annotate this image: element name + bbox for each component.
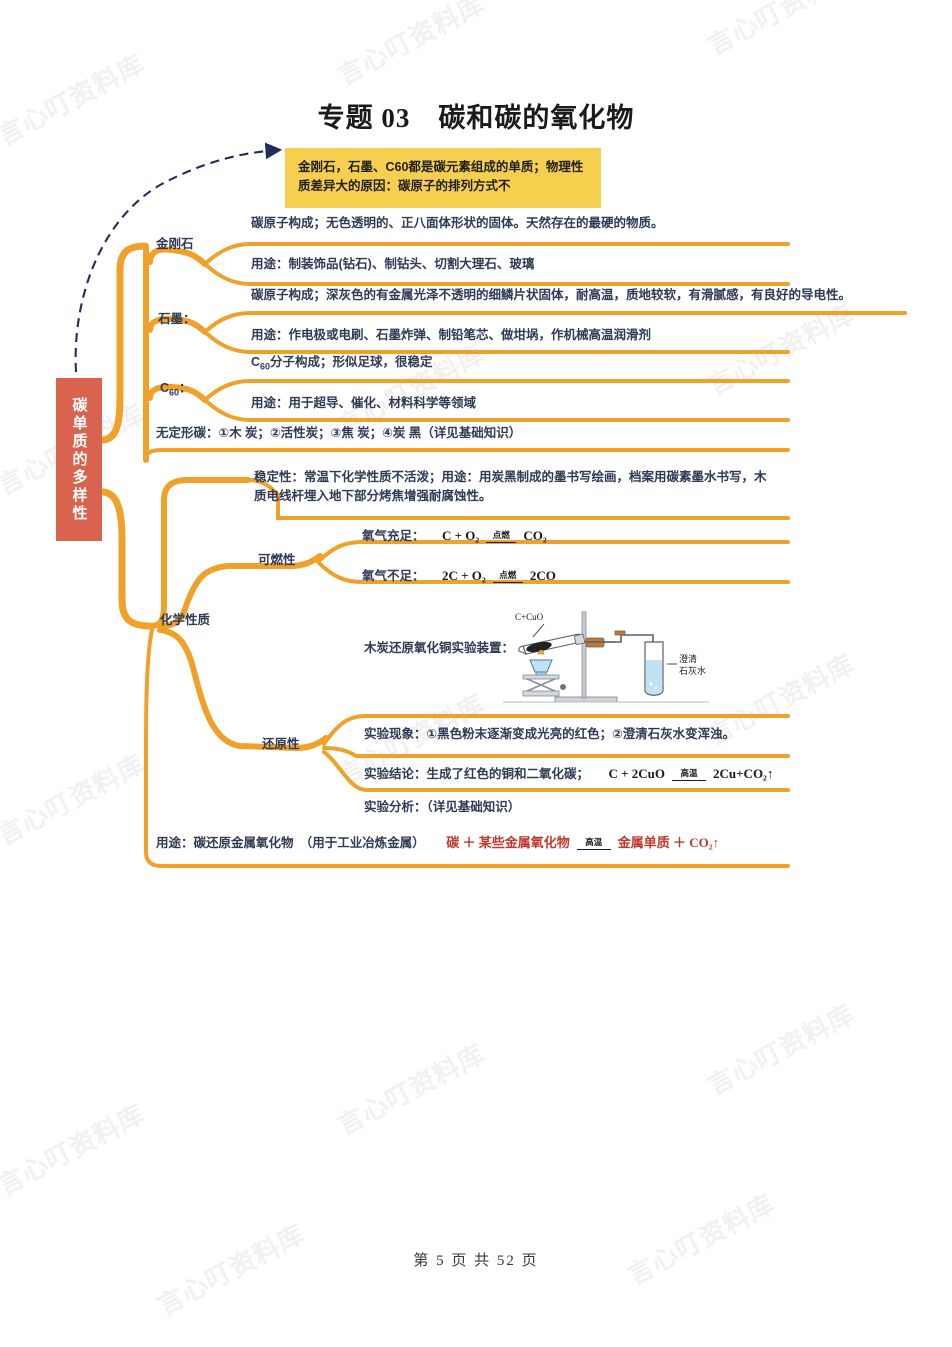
node-use-metal-reduction[interactable]: 用途：碳还原金属氧化物 （用于工业冶炼金属） 碳 ＋ 某些金属氧化物 高温 金属单质… xyxy=(156,833,719,853)
node-amorphous-carbon[interactable]: 无定形碳：①木 炭；②活性炭；③焦 炭；④炭 黑（详见基础知识） xyxy=(156,426,522,440)
branch-diamond-down xyxy=(203,262,790,286)
mindmap-connectors xyxy=(74,142,907,868)
branch-reduction-fork xyxy=(293,735,329,751)
reaction-condition: 点燃 xyxy=(499,569,517,580)
branch-reduction-phenomenon xyxy=(322,714,790,746)
branch-amorphous xyxy=(144,448,790,460)
node-stability[interactable]: 稳定性：常温下化学性质不活泼；用途：用炭黑制成的墨书写绘画，档案用碳素墨水书写，… xyxy=(254,470,767,503)
page-title: 专题 03 碳和碳的氧化物 xyxy=(317,103,635,133)
branch-graphite-fork xyxy=(147,315,208,335)
trunk-upper xyxy=(98,242,149,444)
branch-reduction-stem xyxy=(157,627,299,751)
note-box[interactable]: 金刚石，石墨、C60都是碳元素组成的单质；物理性质差异大的原因：碳原子的排列方式… xyxy=(285,148,601,208)
branch-diamond-fork xyxy=(147,246,208,267)
reaction-condition-arrow: 点燃 xyxy=(489,571,527,584)
branch-flammability-stem xyxy=(157,563,293,629)
trunk-lower xyxy=(98,488,154,630)
branch-title-c60-sub: 60 xyxy=(169,387,180,398)
node-c60-base: C xyxy=(251,355,261,369)
equation-carbon-reduces-cuo: C + 2CuO 高温 2Cu+CO₂↑ xyxy=(608,766,774,782)
conclusion-text: 实验结论：生成了红色的铜和二氧化碳； xyxy=(364,767,590,781)
reaction-condition: 点燃 xyxy=(492,529,510,540)
reaction-condition: 高温 xyxy=(585,836,603,847)
equation-right: CO₂ xyxy=(523,528,547,543)
node-flammability-row-sufficient[interactable]: 氧气充足： C + O₂ 点燃 CO₂ xyxy=(362,526,547,546)
node-experiment-phenomenon[interactable]: 实验现象：①黑色粉末逐渐变成光亮的红色；②澄清石灰水变浑浊。 xyxy=(364,727,736,741)
equation-industrial-smelting: 碳 ＋ 某些金属氧化物 高温 金属单质 ＋ CO₂↑ xyxy=(446,835,720,851)
branch-reduction-conclusion xyxy=(322,746,790,758)
branch-title-graphite[interactable]: 石墨： xyxy=(158,312,196,326)
branch-diamond-up xyxy=(203,242,790,266)
dashed-arrow-to-note xyxy=(74,142,283,373)
equation-left: 碳 ＋ 某些金属氧化物 xyxy=(446,835,570,850)
branch-use-line xyxy=(144,628,790,868)
branch-graphite-up xyxy=(203,311,907,334)
branch-c60-down xyxy=(203,398,790,422)
apparatus-reagent-label-text: C+CuO xyxy=(515,612,544,622)
branch-flammability-fork xyxy=(287,553,323,569)
node-experiment-analysis[interactable]: 实验分析：（详见基础知识） xyxy=(364,800,521,814)
experiment-apparatus-diagram: C+CuO 澄清 石灰水 xyxy=(503,611,709,703)
label-oxygen-sufficient: 氧气充足： xyxy=(362,529,425,543)
branch-c60-fork xyxy=(147,383,208,403)
equation-incomplete-combustion: 2C + O₂ 点燃 2CO xyxy=(442,568,556,584)
root-node[interactable]: 碳单质的多样性 xyxy=(56,378,102,541)
branch-title-c60[interactable]: C60： xyxy=(160,377,192,398)
equation-complete-combustion: C + O₂ 点燃 CO₂ xyxy=(442,528,547,544)
branch-stability-line xyxy=(246,478,790,520)
reaction-condition-arrow: 高温 xyxy=(668,769,710,782)
reaction-arrow-bar xyxy=(486,539,517,544)
equation-left: 2C + O₂ xyxy=(442,568,486,583)
branch-title-flammability[interactable]: 可燃性 xyxy=(258,553,296,567)
apparatus-limewater-line1-text: 澄清 xyxy=(679,653,697,665)
branch-c60-up xyxy=(203,379,790,402)
reaction-condition-arrow: 高温 xyxy=(573,838,615,851)
reaction-arrow-bar xyxy=(492,579,523,584)
equation-left: C + O₂ xyxy=(442,528,480,543)
branch-reduction-analysis xyxy=(322,750,790,792)
reaction-arrow-bar xyxy=(576,846,611,851)
node-graphite-description[interactable]: 碳原子构成；深灰色的有金属光泽不透明的细鳞片状固体，耐高温，质地较软，有滑腻感，… xyxy=(251,288,852,302)
node-experiment-conclusion[interactable]: 实验结论：生成了红色的铜和二氧化碳； C + 2CuO 高温 2Cu+CO₂↑ xyxy=(364,764,773,784)
branch-graphite-down xyxy=(203,330,790,354)
node-graphite-uses[interactable]: 用途：作电极或电刷、石墨炸弹、制铅笔芯、做坩埚，作机械高温润滑剂 xyxy=(251,328,652,342)
reaction-condition-arrow: 点燃 xyxy=(482,531,520,544)
node-c60-sub: 60 xyxy=(260,361,271,372)
page-footer: 第 5 页 共 52 页 xyxy=(413,1253,539,1269)
node-flammability-row-insufficient[interactable]: 氧气不足： 2C + O₂ 点燃 2CO xyxy=(362,566,556,586)
branch-title-diamond[interactable]: 金刚石 xyxy=(156,237,194,251)
node-c60-uses[interactable]: 用途：用于超导、催化、材料科学等领域 xyxy=(251,396,477,410)
node-c60-tail: 分子构成；形似足球，很稳定 xyxy=(270,355,433,369)
branch-title-reduction[interactable]: 还原性 xyxy=(262,737,300,751)
reaction-arrow-bar xyxy=(672,777,707,782)
label-oxygen-insufficient: 氧气不足： xyxy=(362,569,425,583)
branch-flammability-down xyxy=(316,560,790,584)
root-node-label: 碳单质的多样性 xyxy=(70,396,88,523)
use-text: 用途：碳还原金属氧化物 （用于工业冶炼金属） xyxy=(156,836,425,850)
node-diamond-description[interactable]: 碳原子构成；无色透明的、正八面体形状的固体。天然存在的最硬的物质。 xyxy=(251,216,664,230)
node-apparatus-label[interactable]: 木炭还原氧化铜实验装置： xyxy=(364,641,515,655)
equation-right: 金属单质 ＋ CO₂↑ xyxy=(617,835,720,850)
branch-flammability-up xyxy=(316,540,790,564)
equation-right: 2Cu+CO₂↑ xyxy=(713,766,774,781)
note-box-text: 金刚石，石墨、C60都是碳元素组成的单质；物理性质差异大的原因：碳原子的排列方式… xyxy=(298,160,584,194)
node-diamond-uses[interactable]: 用途：制装饰品(钻石)、制钻头、切割大理石、玻璃 xyxy=(251,257,535,271)
node-c60-description[interactable]: C60分子构成；形似足球，很稳定 xyxy=(251,353,433,374)
equation-right: 2CO xyxy=(529,568,556,583)
reaction-condition: 高温 xyxy=(680,767,698,778)
branch-title-chemical[interactable]: 化学性质 xyxy=(160,613,211,627)
branch-title-c60-base: C xyxy=(160,381,170,395)
equation-left: C + 2CuO xyxy=(608,766,666,781)
apparatus-limewater-line2-text: 石灰水 xyxy=(679,665,706,677)
branch-title-c60-tail: ： xyxy=(179,381,192,395)
